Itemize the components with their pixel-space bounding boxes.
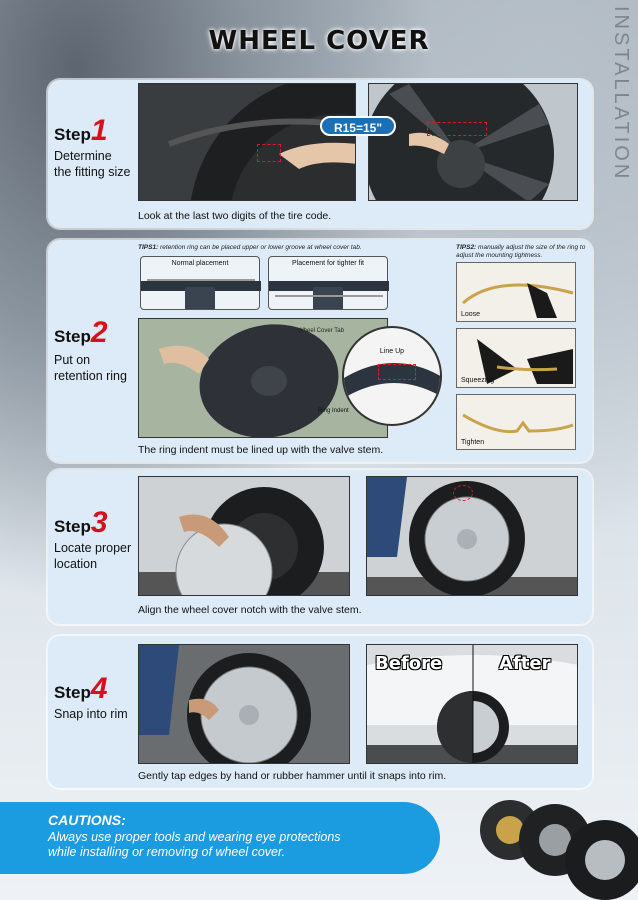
tire-sidewall-photo <box>138 83 356 201</box>
line-up-highlight <box>378 364 416 380</box>
squeezing-panel: Squeezing <box>456 328 576 388</box>
line-up-zoom-circle: Line Up <box>342 326 442 426</box>
step-3-caption: Align the wheel cover notch with the val… <box>138 604 362 616</box>
step-4-description: Snap into rim <box>54 707 128 721</box>
caution-heading: CAUTIONS: <box>48 812 126 828</box>
step-1-heading: Step1 <box>54 114 108 147</box>
tighter-placement-panel: Placement for tighter fit <box>268 256 389 310</box>
locate-position-photo-2 <box>366 476 578 596</box>
before-after-photo: Before After <box>366 644 578 764</box>
tips-1: TIPS1: retention ring can be placed uppe… <box>138 244 362 251</box>
ring-install-photo <box>138 318 388 438</box>
wheel-cover-tab-label: Wheel Cover Tab <box>298 328 344 334</box>
notch-highlight <box>453 485 473 501</box>
tips-2: TIPS2: manually adjust the size of the r… <box>456 244 586 259</box>
caution-banner: CAUTIONS: Always use proper tools and we… <box>0 802 440 874</box>
size-marking-highlight <box>427 122 487 136</box>
page-title: WHEEL COVER <box>208 26 430 56</box>
step-3-heading: Step3 <box>54 506 108 539</box>
tire-code-highlight <box>257 144 281 162</box>
tires-decoration <box>470 785 638 900</box>
step-2-heading: Step2 <box>54 316 108 349</box>
caution-text: Always use proper tools and wearing eye … <box>48 830 341 859</box>
tighten-panel: Tighten <box>456 394 576 450</box>
before-label: Before <box>375 653 443 674</box>
normal-placement-panel: Normal placement <box>140 256 261 310</box>
step-4-heading: Step4 <box>54 672 108 705</box>
step-4-card: Step4 Snap into rim Before After Gently … <box>48 636 592 788</box>
locate-position-photo-1 <box>138 476 350 596</box>
ring-indent-label: Ring Indent <box>318 408 349 414</box>
hubcap-closeup-photo <box>368 83 578 201</box>
size-badge: R15=15" <box>320 116 396 136</box>
step-2-caption: The ring indent must be lined up with th… <box>138 444 384 456</box>
after-label: After <box>499 653 551 674</box>
snap-into-rim-photo <box>138 644 350 764</box>
step-4-caption: Gently tap edges by hand or rubber hamme… <box>138 770 447 782</box>
installation-side-label: INSTALLATION <box>610 6 632 182</box>
step-1-caption: Look at the last two digits of the tire … <box>138 210 332 222</box>
loose-panel: Loose <box>456 262 576 322</box>
